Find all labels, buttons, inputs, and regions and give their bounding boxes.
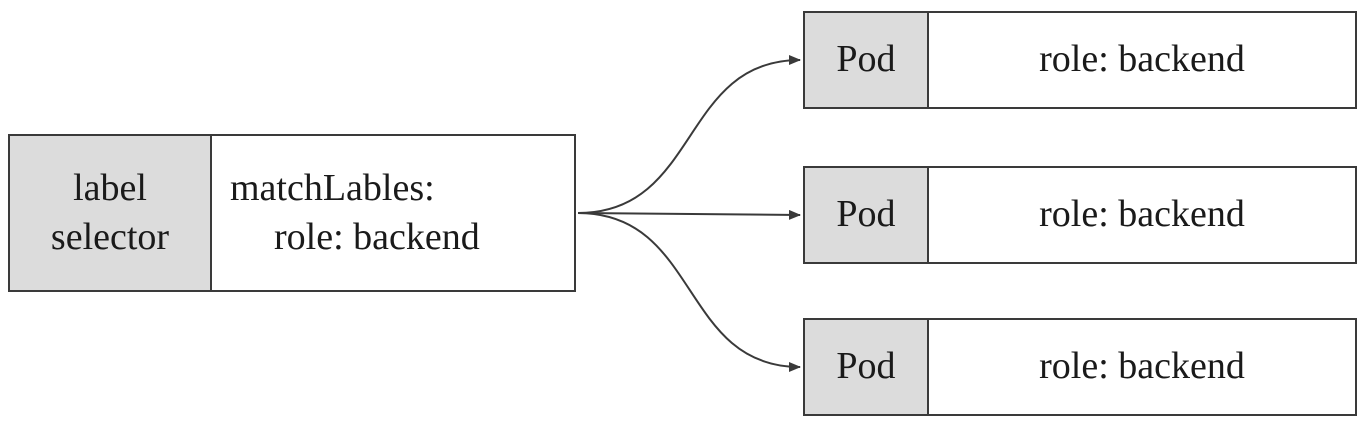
pod-kind: Pod	[805, 320, 929, 414]
match-labels-role: role: backend	[274, 216, 480, 258]
pod-box-2: Pod role: backend	[803, 166, 1357, 264]
match-labels-text: matchLables:	[230, 166, 435, 209]
label-selector-box: label selector matchLables: role: backen…	[8, 134, 576, 292]
label-selector-key-line2: selector	[50, 216, 170, 258]
pod-label: role: backend	[929, 168, 1355, 262]
pod-kind: Pod	[805, 13, 929, 107]
label-selector-value: matchLables: role: backend	[212, 136, 574, 290]
arrow-to-pod-1	[577, 55, 801, 214]
pod-box-3: Pod role: backend	[803, 318, 1357, 416]
pod-label: role: backend	[929, 13, 1355, 107]
arrow-to-pod-3	[577, 212, 801, 372]
label-selector-key-line1: label	[73, 166, 147, 209]
pod-label: role: backend	[929, 320, 1355, 414]
pod-box-1: Pod role: backend	[803, 11, 1357, 109]
pod-kind: Pod	[805, 168, 929, 262]
label-selector-key: label selector	[10, 136, 212, 290]
arrow-to-pod-2	[577, 209, 801, 220]
